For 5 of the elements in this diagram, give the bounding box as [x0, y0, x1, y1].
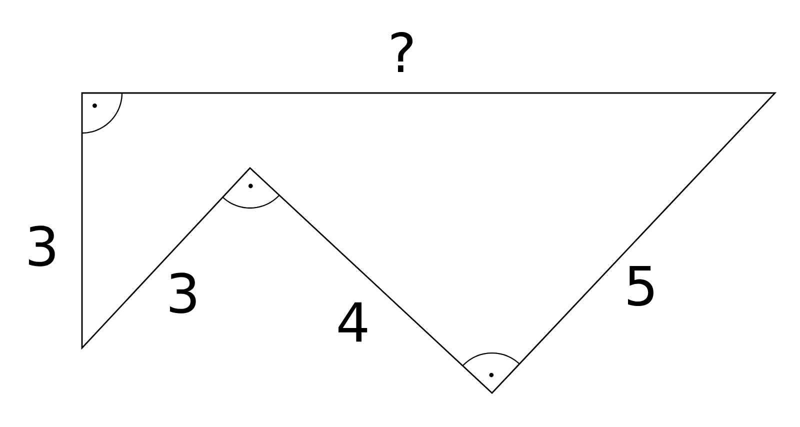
side-label: 3 — [170, 272, 196, 314]
side-label: 3 — [28, 226, 55, 266]
side-label: 4 — [338, 302, 368, 342]
side-label: 5 — [628, 266, 654, 306]
side-label: ? — [392, 32, 413, 72]
